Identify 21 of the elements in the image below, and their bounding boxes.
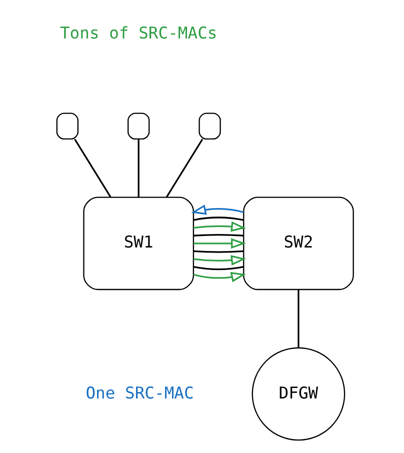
connector bbox=[193, 234, 244, 236]
node-circle: DFGW bbox=[251, 347, 345, 441]
connector bbox=[192, 266, 244, 270]
node-box bbox=[56, 112, 78, 140]
arrow bbox=[192, 221, 246, 232]
connector bbox=[137, 139, 139, 198]
node-box bbox=[127, 112, 150, 140]
arrow bbox=[192, 255, 246, 266]
label: One SRC-MAC bbox=[85, 383, 194, 402]
connector bbox=[165, 138, 203, 198]
node-box: SW2 bbox=[242, 196, 354, 290]
connector bbox=[74, 138, 111, 198]
arrow bbox=[192, 272, 246, 282]
arrow bbox=[190, 204, 244, 215]
label: Tons of SRC-MACs bbox=[59, 23, 217, 42]
node-box bbox=[198, 112, 220, 140]
arrow bbox=[193, 238, 246, 249]
connector bbox=[192, 216, 244, 221]
connector bbox=[193, 250, 244, 253]
connector bbox=[297, 290, 299, 348]
node-box: SW1 bbox=[82, 196, 194, 290]
